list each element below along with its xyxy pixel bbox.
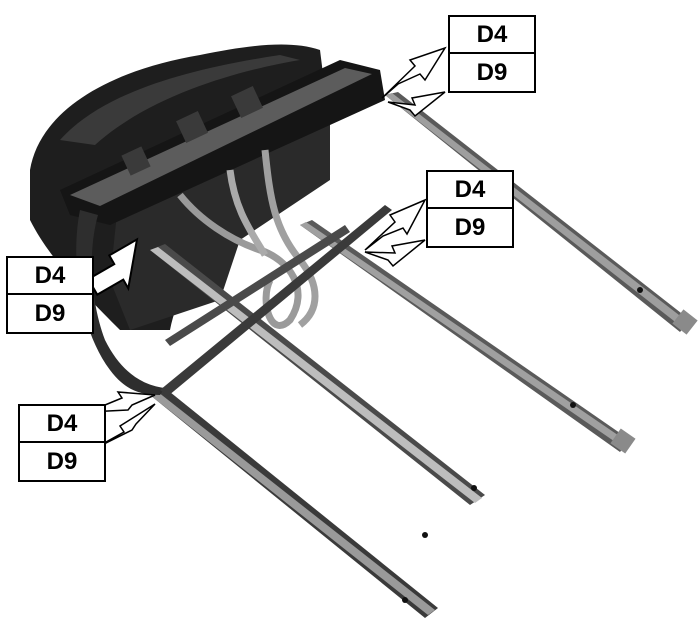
callout-code-top: D4 xyxy=(428,172,512,209)
callout-label-left-lower: D4 D9 xyxy=(18,404,106,482)
callout-arrow-solid xyxy=(86,237,139,297)
callout-code-top: D4 xyxy=(20,406,104,443)
callout-code-bottom: D9 xyxy=(34,299,66,327)
bracket xyxy=(121,146,151,176)
callout-code-bottom: D9 xyxy=(46,447,78,475)
hose xyxy=(177,192,302,329)
callout-code-top: D4 xyxy=(450,17,534,54)
callout-code-bottom: D9 xyxy=(454,213,486,241)
bracket xyxy=(231,86,263,118)
callout-label-left-upper: D4 D9 xyxy=(6,256,94,334)
callout-arrow xyxy=(87,46,447,453)
callout-code-top: D4 xyxy=(8,258,92,295)
cross-bar xyxy=(160,205,392,396)
bracket xyxy=(176,111,208,143)
hose xyxy=(226,169,269,257)
callout-label-middle-right: D4 D9 xyxy=(426,170,514,248)
rail-cap xyxy=(610,428,636,454)
frame-loop xyxy=(76,210,165,395)
rail-cap xyxy=(672,309,698,335)
callout-code-bottom: D9 xyxy=(476,58,508,86)
cross-bar xyxy=(165,225,350,346)
callout-label-top-right: D4 D9 xyxy=(448,15,536,93)
seat-shell-rim xyxy=(60,55,300,145)
